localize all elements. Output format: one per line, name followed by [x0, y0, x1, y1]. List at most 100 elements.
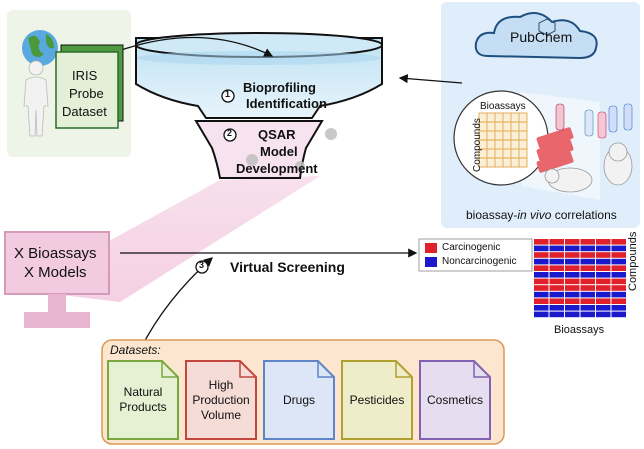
step2-label-1: QSAR	[258, 127, 296, 142]
iris-doc-front	[55, 51, 119, 129]
cloud-icon	[474, 12, 598, 60]
heatmap-cell	[611, 245, 626, 252]
heatmap-cell	[565, 285, 580, 291]
document-fold	[473, 361, 490, 378]
heatmap-cell	[580, 278, 595, 285]
heatmap-cell	[580, 298, 595, 304]
person-icon	[23, 60, 49, 137]
heatmap-cell	[611, 252, 626, 258]
heatmap-cell	[534, 252, 549, 258]
step3-number: 3	[199, 260, 205, 270]
dataset-document	[341, 360, 413, 440]
heatmap-cell	[596, 291, 611, 298]
heatmap-cell	[534, 278, 549, 285]
heatmap-cell	[596, 305, 611, 311]
rat-icon	[544, 142, 633, 193]
gear-icon	[246, 128, 337, 171]
dataset-document	[107, 360, 179, 440]
monitor-neck	[48, 294, 66, 312]
heatmap-cell	[580, 272, 595, 278]
dataset-label: High	[208, 377, 234, 392]
heatmap-cell	[580, 311, 595, 318]
bioassay-grid	[478, 112, 528, 168]
heatmap-cell	[580, 291, 595, 298]
heatmap-cell	[565, 298, 580, 304]
heatmap-cell	[596, 311, 611, 318]
dataset-label: Cosmetics	[426, 392, 483, 407]
heatmap-cell	[549, 278, 564, 285]
heatmap-cell	[611, 305, 626, 311]
heatmap-cell	[534, 245, 549, 252]
heatmap-cell	[534, 291, 549, 298]
step2-label-3: Development	[236, 161, 318, 176]
heatmap-cell	[596, 298, 611, 304]
heatmap-cell	[611, 311, 626, 318]
heatmap-cell	[580, 239, 595, 245]
heatmap-cell	[565, 258, 580, 265]
heatmap-cell	[565, 305, 580, 311]
heatmap-cell	[549, 245, 564, 252]
heatmap-cell	[596, 245, 611, 252]
step3-label: Virtual Screening	[230, 259, 345, 275]
legend-carcinogenic: Carcinogenic	[442, 242, 501, 253]
legend-swatch-noncarcinogenic	[425, 257, 437, 267]
heatmap-cell	[549, 265, 564, 271]
document-fold	[161, 361, 178, 378]
heatmap-cell	[534, 285, 549, 291]
heatmap	[534, 239, 626, 318]
document-fold	[317, 361, 334, 378]
heatmap-cell	[580, 258, 595, 265]
heatmap-cell	[611, 239, 626, 245]
globe-icon	[22, 30, 58, 66]
heatmap-cell	[534, 265, 549, 271]
heatmap-cell	[596, 278, 611, 285]
heatmap-cell	[596, 252, 611, 258]
heatmap-ylabel: Compounds	[627, 231, 639, 291]
heatmap-cell	[596, 239, 611, 245]
heatmap-cell	[565, 245, 580, 252]
step2-number: 2	[227, 128, 233, 138]
dataset-label: Pesticides	[349, 392, 405, 407]
heatmap-cell	[565, 278, 580, 285]
heatmap-cell	[611, 298, 626, 304]
dataset-document	[419, 360, 491, 440]
heatmap-cell	[549, 239, 564, 245]
legend-box	[418, 238, 533, 272]
test-tube-icon	[555, 103, 633, 139]
heatmap-cell	[534, 311, 549, 318]
heatmap-cell	[549, 285, 564, 291]
heatmap-cell	[596, 272, 611, 278]
heatmap-cell	[565, 252, 580, 258]
bioassays-col-label: Bioassays	[480, 101, 526, 112]
heatmap-cell	[565, 291, 580, 298]
iris-label-1: IRIS	[72, 68, 98, 83]
correlations-label: bioassay-in vivo correlations	[466, 208, 617, 222]
dataset-label: Drugs	[282, 392, 315, 407]
datasets-title: Datasets:	[110, 343, 161, 357]
legend-noncarcinogenic: Noncarcinogenic	[442, 256, 517, 267]
heatmap-cell	[565, 272, 580, 278]
heatmap-cell	[549, 272, 564, 278]
pubchem-label: PubChem	[510, 29, 573, 45]
heatmap-cell	[580, 265, 595, 271]
monitor-line-1: X Bioassays	[14, 245, 97, 262]
heatmap-cell	[565, 265, 580, 271]
heatmap-cell	[534, 305, 549, 311]
monitor-screen	[4, 231, 110, 295]
dataset-document	[263, 360, 335, 440]
heatmap-cell	[580, 285, 595, 291]
dataset-label: Production	[192, 392, 250, 407]
heatmap-cell	[549, 291, 564, 298]
heatmap-cell	[611, 265, 626, 271]
heatmap-cell	[596, 265, 611, 271]
dataset-label: Products	[119, 400, 167, 414]
document-fold	[239, 361, 256, 378]
heatmap-cell	[549, 311, 564, 318]
heatmap-cell	[611, 285, 626, 291]
heatmap-xlabel: Bioassays	[554, 324, 605, 336]
heatmap-cell	[534, 298, 549, 304]
heatmap-cell	[611, 272, 626, 278]
compounds-row-label: Compounds	[472, 118, 483, 172]
